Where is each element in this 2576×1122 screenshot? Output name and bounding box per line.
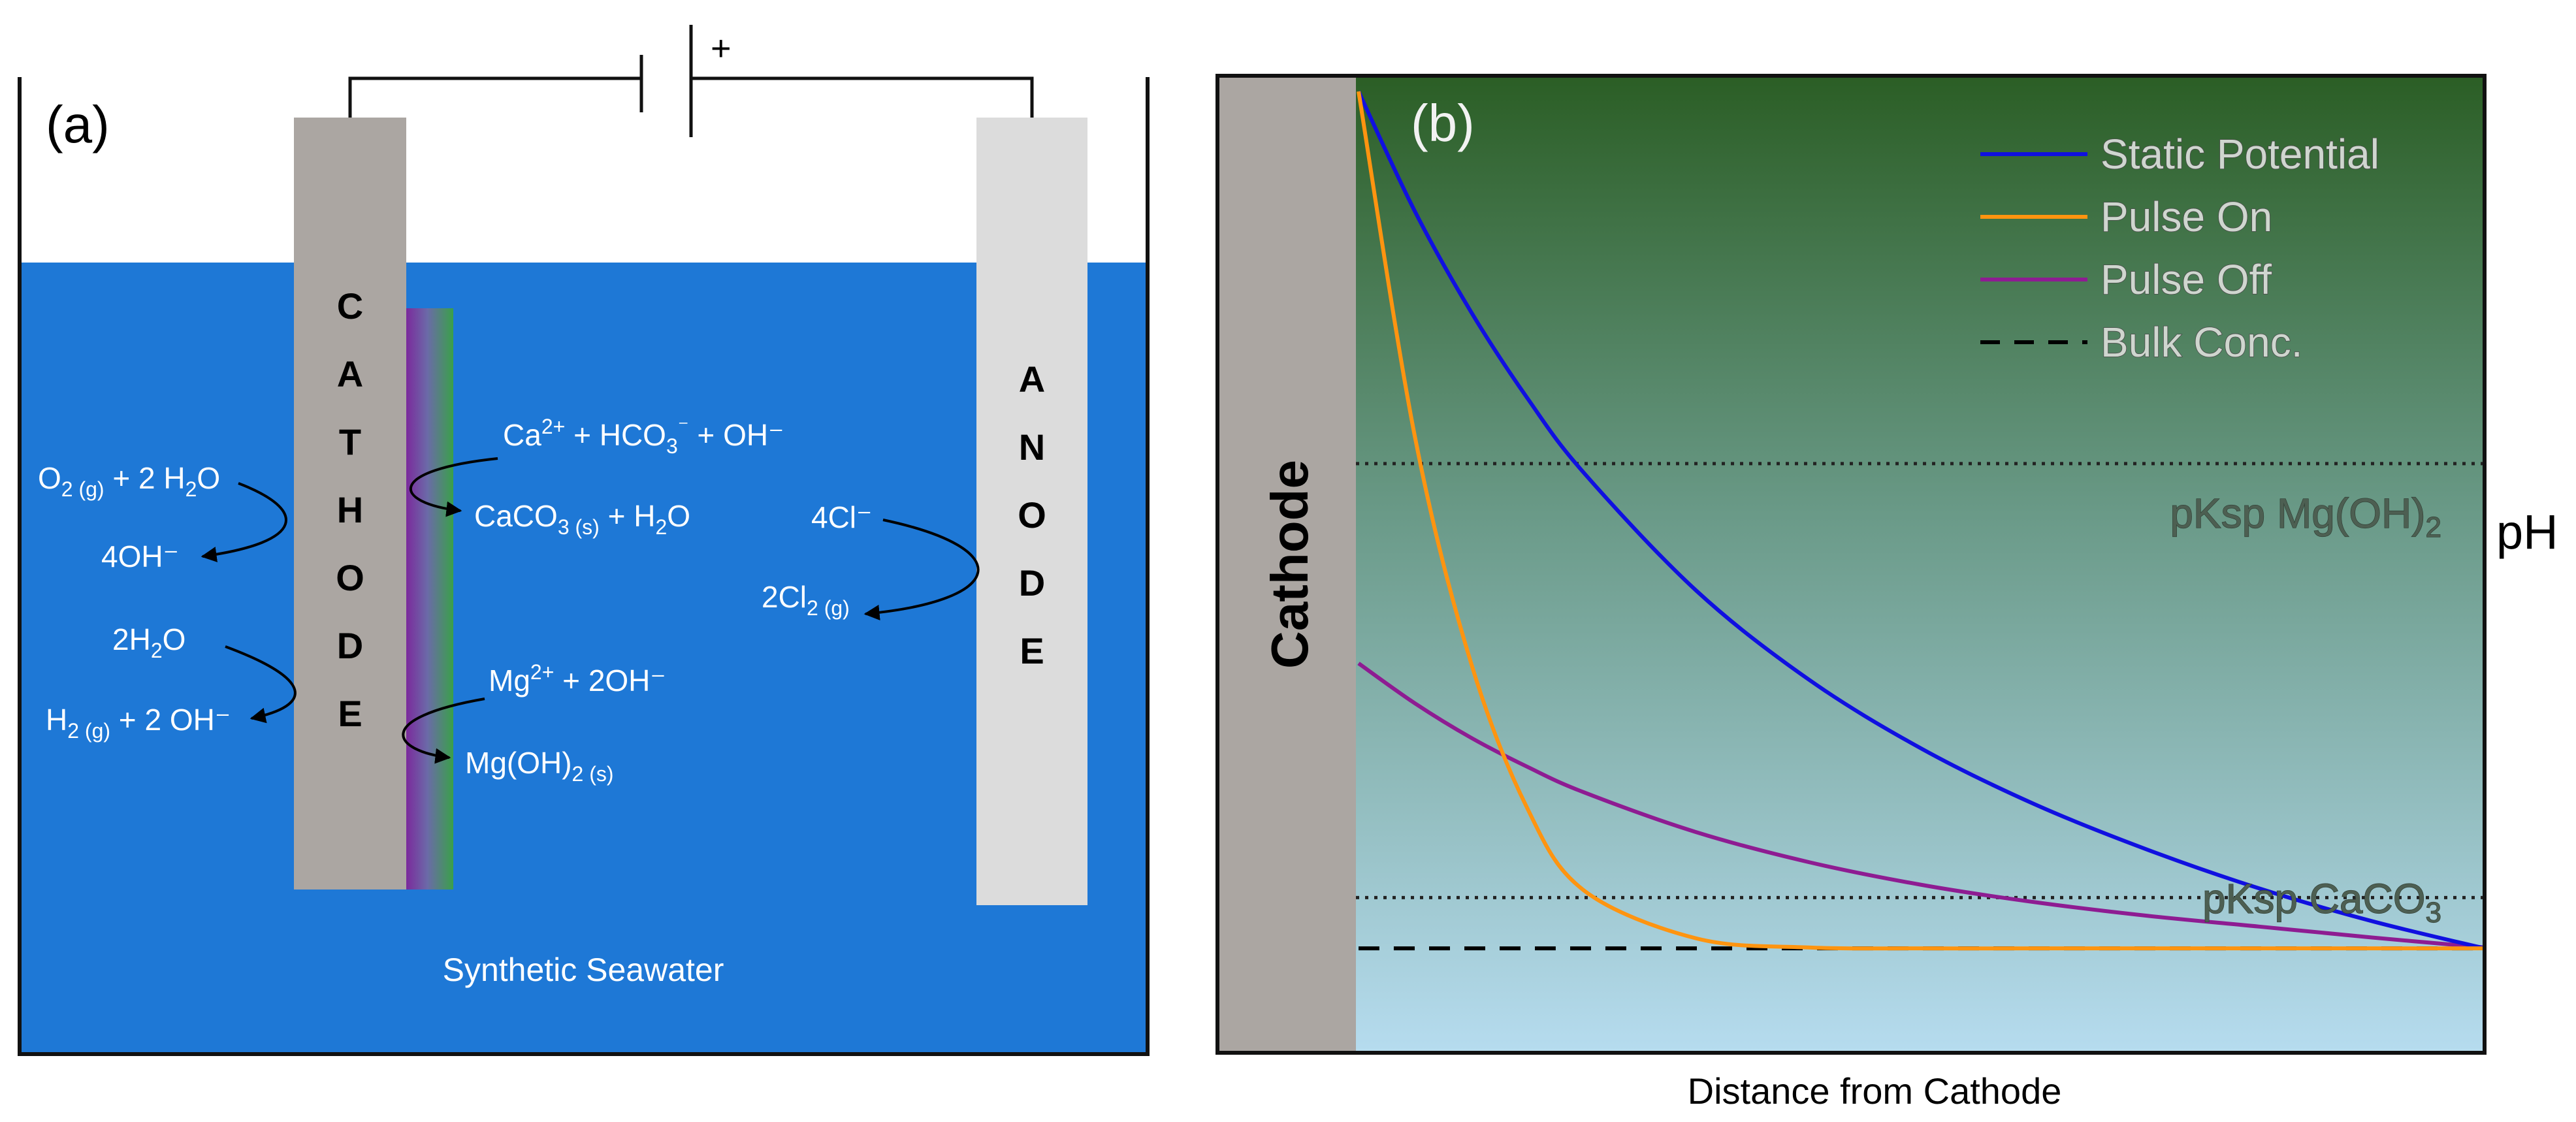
circuit: + — [348, 25, 1034, 137]
series-layer — [1357, 90, 2485, 951]
arrow-mg — [402, 697, 485, 764]
reaction-oh-product: 4OH⁻ — [101, 539, 179, 573]
beaker-outline — [18, 77, 1150, 1056]
ksp-mg-label: pKsp Mg(OH)2 — [2170, 490, 2441, 543]
arrow-o2 — [201, 482, 287, 562]
reaction-o2-reactant: O2 (g) + 2 H2O — [38, 461, 220, 501]
anode-letter: N — [1019, 426, 1045, 468]
cathode-letter: A — [337, 353, 363, 394]
legend-label-pulse-off: Pulse Off — [2101, 256, 2272, 303]
arrow-h2o — [225, 645, 297, 724]
x-axis-label: Distance from Cathode — [1688, 1070, 2062, 1112]
reaction-h2o-reactant: 2H2O — [112, 622, 185, 662]
legend-label-bulk-conc: Bulk Conc. — [2101, 319, 2302, 366]
cathode-letter: O — [336, 557, 364, 598]
anode-letter: O — [1018, 494, 1046, 536]
reaction-h2-product: H2 (g) + 2 OH⁻ — [46, 703, 231, 743]
deposit-film — [406, 308, 453, 890]
anode-letter: A — [1019, 359, 1045, 400]
plot-background — [1356, 76, 2485, 1053]
anode-letter: D — [1019, 562, 1045, 603]
series-pulse-on-line — [1357, 91, 2485, 951]
reaction-ca-reactant: Ca2+ + HCO3⁻ + OH⁻ — [503, 415, 784, 458]
arrow-cl — [863, 519, 980, 620]
cathode-letter: C — [337, 285, 363, 327]
anode-electrode — [976, 118, 1087, 905]
panel-b-electrode-label: Cathode — [1261, 460, 1319, 669]
panel-a-label: (a) — [46, 95, 110, 153]
ksp-ca-label: pKsp CaCO3 — [2202, 875, 2441, 929]
cathode-letter: H — [337, 489, 363, 530]
polarity-plus: + — [711, 29, 732, 68]
anode-letter: E — [1020, 630, 1044, 671]
legend-label-pulse-on: Pulse On — [2101, 193, 2272, 240]
panel-b-electrode — [1217, 76, 1356, 1053]
cathode-electrode — [294, 118, 406, 890]
arrow-ca — [409, 457, 498, 517]
series-pulse-off-line — [1357, 662, 2485, 950]
reaction-mgoh-product: Mg(OH)2 (s) — [465, 746, 614, 786]
plot-area — [1356, 90, 2485, 951]
reaction-cl-reactant: 4Cl⁻ — [811, 500, 872, 534]
series-static-potential-line — [1357, 90, 2485, 951]
panel-b-label: (b) — [1411, 94, 1475, 152]
legend-label-static-potential: Static Potential — [2101, 131, 2379, 178]
y-axis-label: pH — [2496, 505, 2558, 559]
cathode-letter: E — [338, 693, 362, 734]
reaction-mg-reactant: Mg2+ + 2OH⁻ — [489, 660, 666, 697]
seawater — [20, 263, 1148, 1054]
plot-frame — [1216, 74, 2487, 1055]
cathode-letter: D — [337, 625, 363, 666]
reaction-caco3-product: CaCO3 (s) + H2O — [474, 499, 690, 539]
reaction-cl-product: 2Cl2 (g) — [762, 580, 850, 620]
cathode-letter: T — [339, 421, 361, 462]
medium-label: Synthetic Seawater — [443, 952, 724, 988]
